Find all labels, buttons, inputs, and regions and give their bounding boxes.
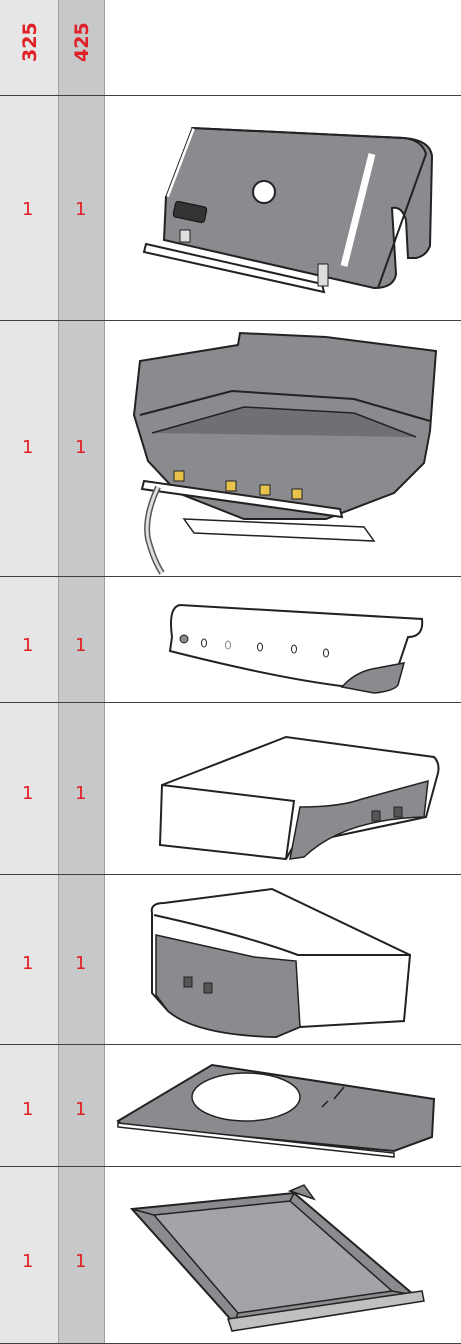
table-row: 1 1 — [0, 874, 461, 1044]
qty-325: 1 — [22, 1251, 34, 1272]
qty-325: 1 — [22, 953, 34, 974]
table-row: 1 1 — [0, 576, 461, 702]
model-325-header: 325 — [19, 22, 41, 62]
qty-425: 1 — [75, 953, 87, 974]
model-425-header: 425 — [71, 22, 93, 62]
control-panel-icon — [168, 603, 424, 694]
column-divider — [104, 0, 105, 1344]
bottom-panel-icon — [116, 1063, 436, 1158]
qty-325: 1 — [22, 783, 34, 804]
table-row: 1 1 — [0, 1166, 461, 1344]
table-row: 1 1 — [0, 320, 461, 576]
column-divider — [58, 0, 59, 1344]
qty-425: 1 — [75, 1251, 87, 1272]
table-header: 325 425 — [0, 0, 461, 95]
model-425-column — [58, 0, 104, 1344]
qty-425: 1 — [75, 437, 87, 458]
qty-425: 1 — [75, 199, 87, 220]
qty-325: 1 — [22, 635, 34, 656]
model-325-column — [0, 0, 58, 1344]
qty-425: 1 — [75, 783, 87, 804]
catch-pan-tray-icon — [129, 1184, 425, 1332]
left-side-table-shroud-icon — [150, 887, 412, 1039]
table-row: 1 1 — [0, 702, 461, 874]
right-side-table-shroud-icon — [158, 735, 440, 861]
cookbox-assembly-icon — [132, 331, 438, 575]
qty-325: 1 — [22, 1099, 34, 1120]
table-row: 1 1 — [0, 1044, 461, 1166]
qty-325: 1 — [22, 199, 34, 220]
qty-425: 1 — [75, 1099, 87, 1120]
qty-325: 1 — [22, 437, 34, 458]
lid-assembly-icon — [142, 126, 434, 294]
table-row: 1 1 — [0, 95, 461, 320]
qty-425: 1 — [75, 635, 87, 656]
